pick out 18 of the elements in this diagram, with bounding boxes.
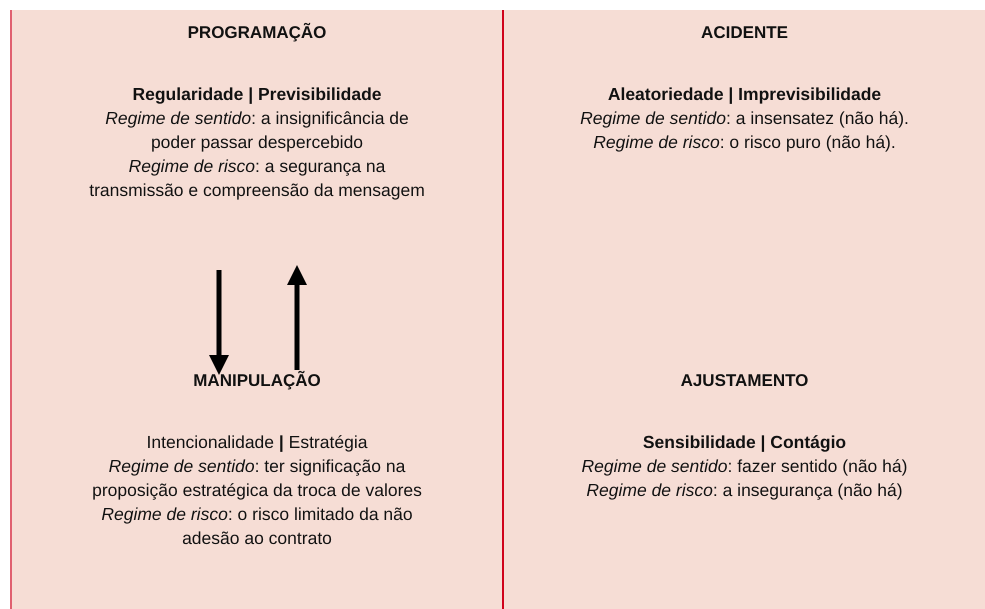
description-text: Regime de risco: o risco limitado da não adesão ao contrato: [100, 503, 414, 550]
description-text: Regime de risco: a insegurança (não há): [586, 479, 903, 502]
description-text: Regime de sentido: fazer sentido (não há): [582, 455, 908, 478]
quadrant-heading: MANIPULAÇÃO: [193, 370, 321, 392]
quadrant-heading: ACIDENTE: [701, 22, 788, 44]
subtitle-text: Intencionalidade | Estratégia: [146, 431, 368, 454]
quadrant-heading: AJUSTAMENTO: [680, 370, 808, 392]
subtitle-text: Sensibilidade | Contágio: [642, 431, 846, 454]
subtitle-text: Aleatoriedade | Imprevisibilidade: [608, 83, 882, 106]
quadrant-heading: PROGRAMAÇÃO: [188, 22, 326, 44]
description-text: Regime de sentido: ter significação na proposição estratégica da troca de valores: [91, 455, 423, 502]
description-text: Regime de sentido: a insensatez (não há).: [580, 107, 909, 130]
description-text: Regime de risco: a segurança na transmissão e compreensão da mensagem: [88, 155, 426, 202]
subtitle-text: Regularidade | Previsibilidade: [132, 83, 382, 106]
arrow: [209, 270, 229, 375]
description-text: Regime de risco: o risco puro (não há).: [593, 131, 896, 154]
description-text: Regime de sentido: a insignificância de poder passar despercebido: [104, 107, 410, 154]
arrow: [287, 265, 307, 370]
